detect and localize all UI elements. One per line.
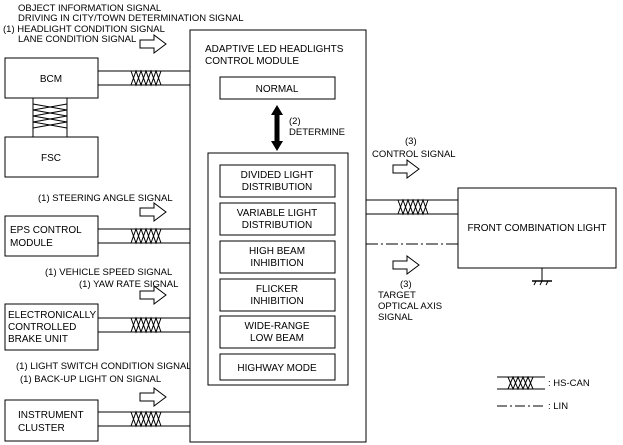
instrument-cluster-label-line-1: INSTRUMENT [18,410,84,421]
instrument-hs-can-twist [130,410,162,428]
function-4-line-1: WIDE-RANGE [245,321,310,332]
instrument-cluster-block [4,399,99,442]
bcm-hs-can-twist [130,69,162,87]
eps-label-line-1: EPS CONTROL [10,225,82,236]
bcm-label: BCM [40,74,62,85]
lane-condition-signal-label: LANE CONDITION SIGNAL [18,34,136,45]
legend-hs-can-symbol [497,375,545,391]
front-combination-light-label: FRONT COMBINATION LIGHT [467,223,606,234]
target-signal-line-1: TARGET [378,290,416,301]
function-box-3: FLICKER INHIBITION [219,278,336,312]
function-box-1: VARIABLE LIGHT DISTRIBUTION [219,202,336,236]
function-4-line-2: LOW BEAM [250,333,304,344]
function-box-5: HIGHWAY MODE [219,353,336,381]
instrument-cluster-label-line-2: CLUSTER [18,423,65,434]
function-3-line-2: INHIBITION [250,296,303,307]
vehicle-speed-signal-label: (1) VEHICLE SPEED SIGNAL [45,267,172,278]
function-2-line-2: INHIBITION [250,258,303,269]
determine-label: DETERMINE [289,127,345,138]
fsc-block [4,136,99,178]
function-5-line-1: HIGHWAY MODE [237,363,317,374]
normal-mode-box [219,76,336,100]
function-3-line-1: FLICKER [256,284,298,295]
target-axis-arrow [392,255,420,275]
steering-arrow [139,202,167,222]
function-0-line-2: DISTRIBUTION [242,182,313,193]
legend-lin-label: : LIN [548,401,568,412]
fsc-label: FSC [41,153,61,164]
function-box-2: HIGH BEAM INHIBITION [219,240,336,274]
backup-light-signal-label: (1) BACK-UP LIGHT ON SIGNAL [20,374,161,385]
eps-hs-can-twist [130,227,162,245]
bcm-block [4,57,99,99]
output-hs-can-twist [397,198,429,216]
function-2-line-1: HIGH BEAM [249,246,305,257]
function-1-line-2: DISTRIBUTION [242,220,313,231]
yaw-rate-signal-label: (1) YAW RATE SIGNAL [79,279,178,290]
determine-double-arrow [271,105,283,151]
input-arrow-top [139,34,167,54]
brake-unit-label-line-2: CONTROLLED [8,322,76,333]
eps-block [4,215,99,257]
function-box-0: DIVIDED LIGHT DISTRIBUTION [219,164,336,198]
determine-number: (2) [289,116,301,127]
function-0-line-1: DIVIDED LIGHT [241,170,314,181]
bcm-fsc-twist [32,103,68,129]
target-signal-line-2: OPTICAL AXIS [378,301,442,312]
front-combination-light-block [457,187,617,269]
normal-mode-label: NORMAL [256,84,299,95]
target-signal-number: (3) [400,279,412,290]
module-title-line-1: ADAPTIVE LED HEADLIGHTS [205,44,344,55]
headlight-condition-signal-label: (1) HEADLIGHT CONDITION SIGNAL [3,24,165,35]
module-title-line-2: CONTROL MODULE [205,56,299,67]
light-switch-signal-label: (1) LIGHT SWITCH CONDITION SIGNAL [16,361,192,372]
control-signal-arrow [392,159,420,179]
instrument-arrow [139,387,167,407]
eps-label-line-2: MODULE [10,238,53,249]
object-info-signal-label: OBJECT INFORMATION SIGNAL [18,3,161,14]
target-signal-line-3: SIGNAL [378,312,413,323]
brake-unit-label-line-3: BRAKE UNIT [8,334,68,345]
brake-unit-block [4,303,99,351]
brake-hs-can-twist [130,316,162,334]
legend-hs-can-label: : HS-CAN [548,378,590,389]
steering-signal-label: (1) STEERING ANGLE SIGNAL [38,193,173,204]
control-signal-number: (3) [405,136,417,147]
control-signal-label: CONTROL SIGNAL [372,149,456,160]
brake-unit-label-line-1: ELECTRONICALLY [8,310,97,321]
function-1-line-1: VARIABLE LIGHT [237,208,317,219]
ground-icon [532,268,552,286]
function-box-4: WIDE-RANGE LOW BEAM [219,315,336,349]
driving-city-signal-label: DRIVING IN CITY/TOWN DETERMINATION SIGNA… [18,13,244,24]
